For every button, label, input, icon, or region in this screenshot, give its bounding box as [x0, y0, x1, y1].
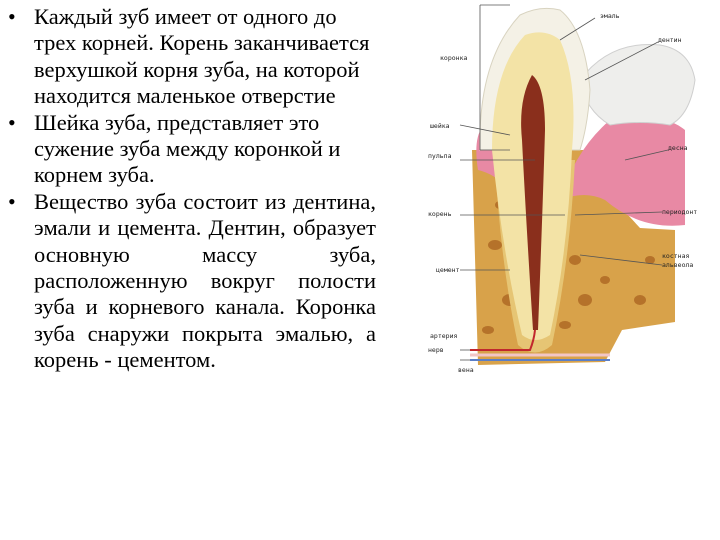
label-artery: артерия — [430, 332, 457, 340]
tooth-illustration: эмаль дентин коронка шейка пульпа десна … — [428, 4, 697, 374]
label-alveola-1: костная — [662, 252, 689, 260]
label-periodont: периодонт — [662, 208, 697, 216]
back-tooth — [579, 43, 696, 126]
bullet-list: • Каждый зуб имеет от одного до трех кор… — [6, 4, 376, 374]
label-nerve: нерв — [428, 346, 444, 354]
label-root: корень — [428, 210, 452, 218]
blood-vessels — [470, 329, 536, 351]
tooth-pulp — [521, 75, 545, 330]
label-neck: шейка — [430, 122, 450, 130]
bullet-marker: • — [8, 109, 16, 135]
label-crown: коронка — [440, 54, 467, 62]
label-gum: десна — [668, 144, 688, 152]
gum-tissue-right — [560, 116, 685, 226]
label-enamel: эмаль — [600, 12, 620, 20]
bullet-text: Каждый зуб имеет от одного до трех корне… — [34, 4, 370, 109]
text-column: • Каждый зуб имеет от одного до трех кор… — [6, 4, 376, 374]
bullet-item: • Вещество зуба состоит из дентина, эмал… — [6, 189, 376, 374]
label-dentin: дентин — [658, 36, 682, 44]
label-cement: цемент — [436, 266, 460, 274]
label-alveola-2: альвеола — [662, 261, 693, 269]
bullet-text: Вещество зуба состоит из дентина, эмали … — [34, 188, 376, 373]
bullet-marker: • — [8, 188, 16, 214]
label-pulp: пульпа — [428, 152, 452, 160]
bullet-text: Шейка зуба, представляет это сужение зуб… — [34, 109, 341, 188]
leader-lines — [459, 4, 669, 361]
bullet-marker: • — [8, 4, 16, 29]
tooth-diagram: эмаль дентин коронка шейка пульпа десна … — [400, 0, 720, 380]
bullet-item: • Каждый зуб имеет от одного до трех кор… — [6, 4, 376, 110]
label-vein: вена — [458, 366, 474, 374]
bullet-item: • Шейка зуба, представляет это сужение з… — [6, 110, 376, 189]
